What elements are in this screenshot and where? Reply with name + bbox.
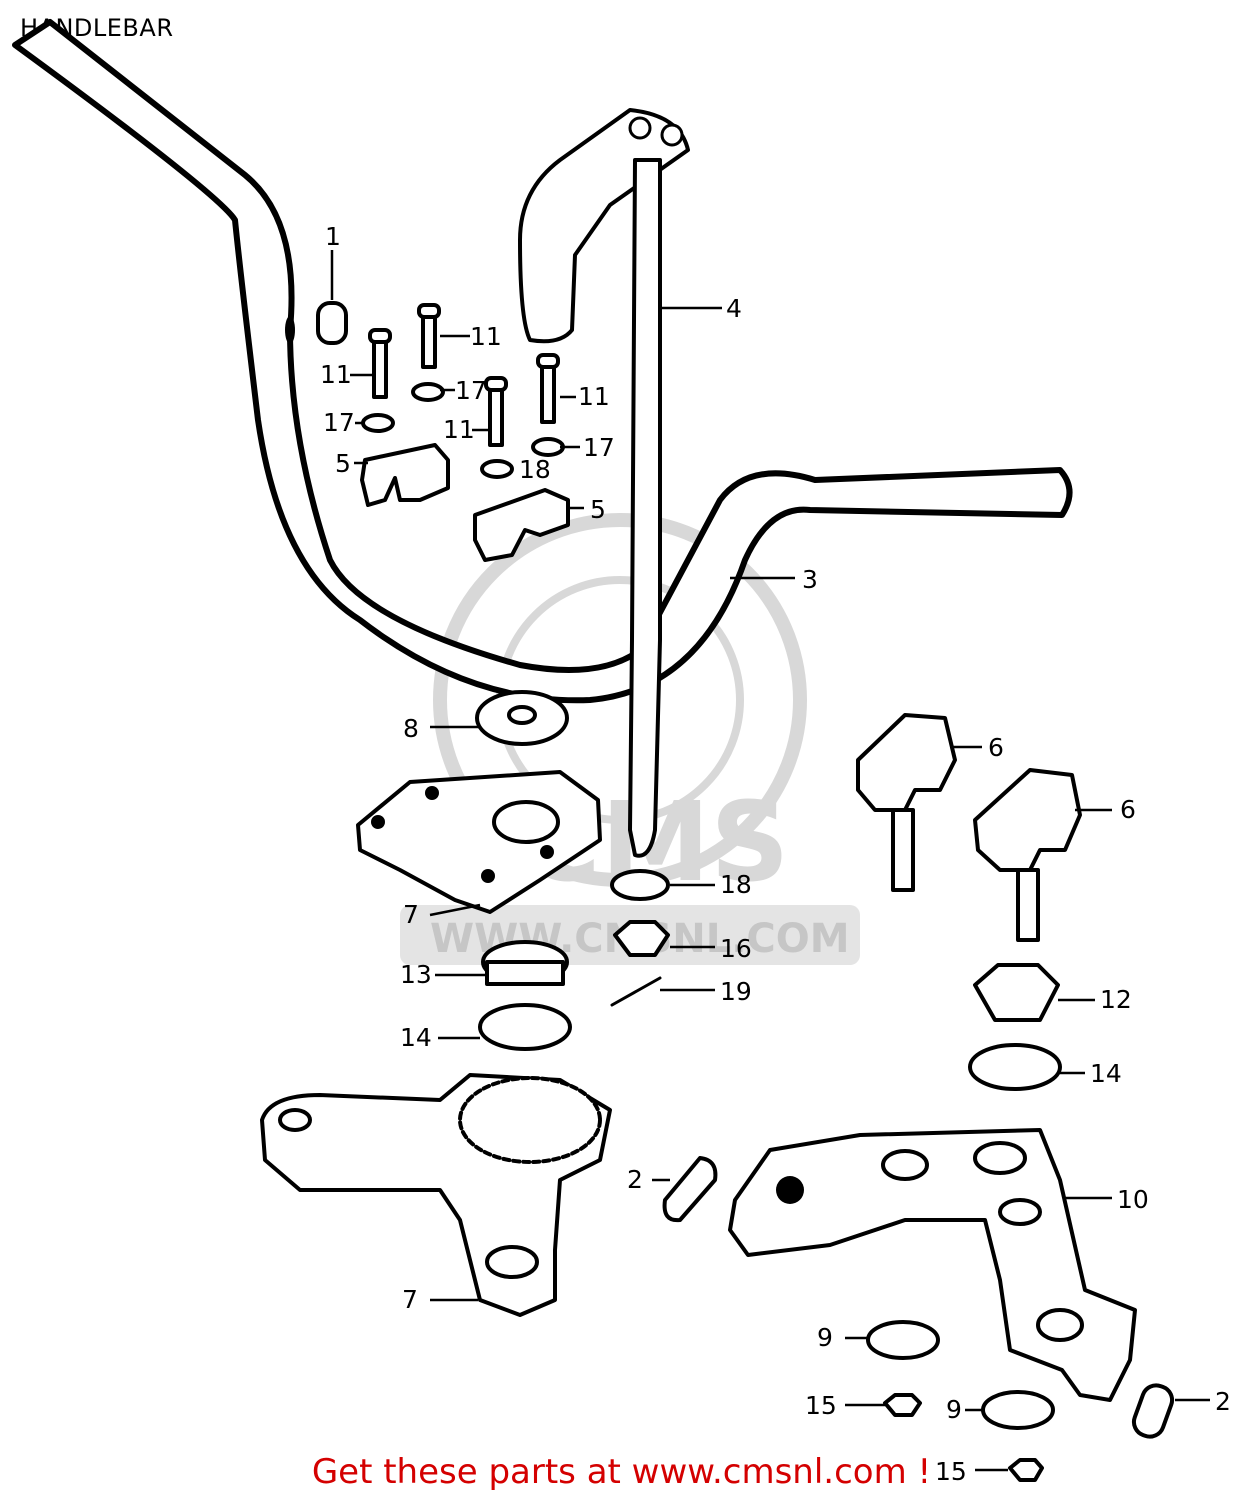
- nut-13-washer-14: [478, 940, 572, 1051]
- callout-6-upper: 6: [988, 733, 1004, 762]
- nut-12-washer-14: [968, 963, 1062, 1091]
- callout-18-center: 18: [720, 870, 752, 899]
- steering-stem-7: [260, 1073, 612, 1317]
- callout-7-lower: 7: [402, 1285, 418, 1314]
- callout-7-upper: 7: [403, 900, 419, 929]
- part-1-clamp-nut: [316, 301, 348, 345]
- leader-lines: [330, 250, 1210, 1472]
- washers-upper: [361, 382, 565, 479]
- callout-13: 13: [400, 960, 432, 989]
- callout-3: 3: [802, 565, 818, 594]
- bolts-11: [368, 303, 560, 447]
- control-rod: [518, 108, 690, 858]
- callout-12: 12: [1100, 985, 1132, 1014]
- callout-17-b: 17: [323, 408, 355, 437]
- callout-18-upper: 18: [519, 455, 551, 484]
- callout-1: 1: [325, 222, 341, 251]
- callout-11-d: 11: [443, 415, 475, 444]
- callout-11-b: 11: [320, 360, 352, 389]
- callout-15-upper: 15: [805, 1391, 837, 1420]
- callout-17-c: 17: [583, 433, 615, 462]
- callout-16: 16: [720, 934, 752, 963]
- callout-11-c: 11: [578, 382, 610, 411]
- callout-6-lower: 6: [1120, 795, 1136, 824]
- handlebar: [12, 19, 1073, 704]
- center-small-parts: [610, 869, 670, 1007]
- callout-9-lower: 9: [946, 1395, 962, 1424]
- upper-holders-5: [360, 443, 570, 562]
- callout-14-left: 14: [400, 1023, 432, 1052]
- callout-5-right: 5: [590, 495, 606, 524]
- callout-19: 19: [720, 977, 752, 1006]
- callout-9-upper: 9: [817, 1323, 833, 1352]
- callout-11-a: 11: [470, 322, 502, 351]
- small-nuts-washers: [866, 1320, 1055, 1482]
- top-bridge-7: [356, 770, 602, 914]
- callout-10: 10: [1117, 1185, 1149, 1214]
- callout-2-upper: 2: [627, 1165, 643, 1194]
- callout-2-lower: 2: [1215, 1387, 1231, 1416]
- callout-5-left: 5: [335, 449, 351, 478]
- callout-14-right: 14: [1090, 1059, 1122, 1088]
- parts-2: [662, 1156, 1175, 1439]
- footer-link[interactable]: Get these parts at www.cmsnl.com !: [311, 1452, 932, 1492]
- part-8-hole: [507, 705, 537, 725]
- lower-holders-6: [856, 713, 1082, 942]
- callout-4: 4: [726, 294, 742, 323]
- callout-17-a: 17: [455, 376, 487, 405]
- callout-15-lower: 15: [935, 1457, 967, 1486]
- callout-8: 8: [403, 714, 419, 743]
- bracket-10: [728, 1128, 1137, 1402]
